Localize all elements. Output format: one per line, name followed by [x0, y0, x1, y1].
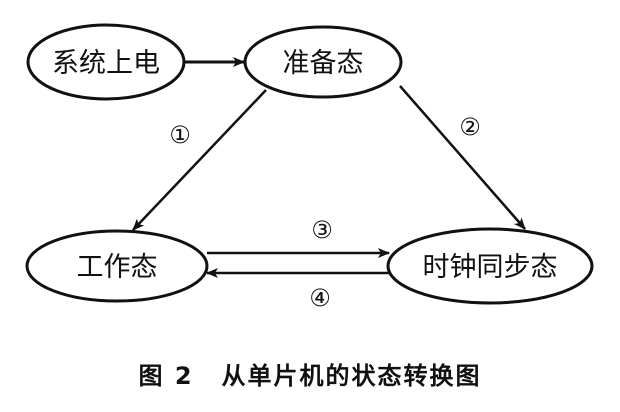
node-ready: 准备态: [243, 25, 403, 99]
figure-caption: 图 2 从单片机的状态转换图: [0, 356, 620, 391]
transition-label-1: ①: [169, 121, 191, 149]
node-working: 工作态: [25, 229, 209, 303]
arrow-ready-to-clock-sync: [399, 85, 526, 230]
transition-label-2: ②: [459, 113, 481, 141]
arrow-ready-to-working: [132, 89, 267, 231]
transition-label-4: ④: [309, 284, 331, 312]
node-clock-sync: 时钟同步态: [386, 227, 594, 305]
node-ready-label: 准备态: [283, 48, 364, 79]
figure-title: 从单片机的状态转换图: [221, 362, 482, 390]
node-working-label: 工作态: [77, 252, 158, 283]
transition-label-3: ③: [311, 216, 333, 244]
node-power-on: 系统上电: [26, 23, 186, 101]
figure-number: 图 2: [138, 362, 194, 390]
node-power-on-label: 系统上电: [52, 48, 160, 79]
node-clock-sync-label: 时钟同步态: [423, 252, 558, 283]
